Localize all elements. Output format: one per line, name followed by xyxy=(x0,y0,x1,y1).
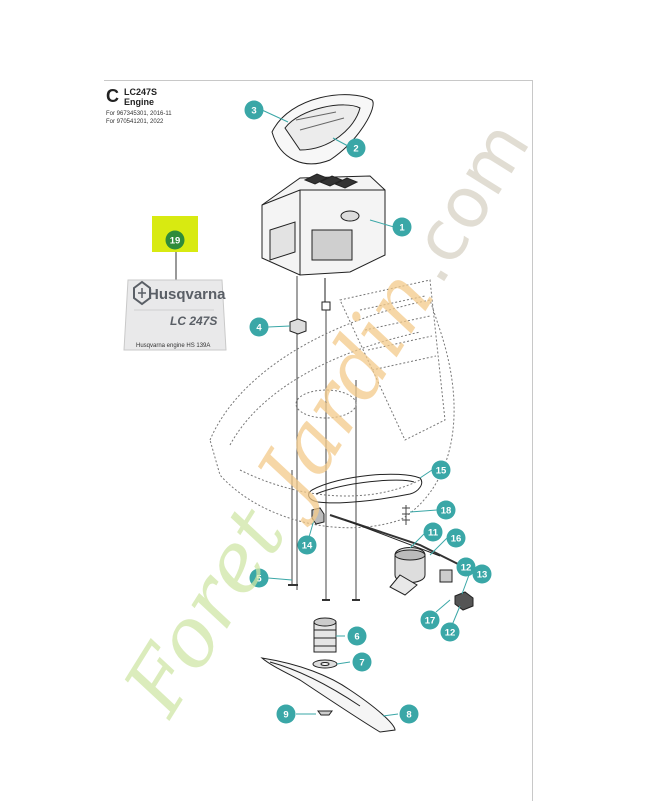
callout-bubble-c16 xyxy=(446,528,466,548)
callout-bubble-c11 xyxy=(423,522,443,542)
callout-bubble-c18 xyxy=(436,500,456,520)
cutting-blade xyxy=(260,657,396,733)
callout-label-c3: 3 xyxy=(251,106,256,117)
decal-caption: Husqvarna engine HS 139A xyxy=(136,343,211,349)
section-title: Engine xyxy=(124,97,155,107)
callout-label-c2: 2 xyxy=(353,144,358,155)
callout-bubble-c17 xyxy=(420,610,440,630)
callout-label-c15: 15 xyxy=(436,466,447,477)
callout-label-c16: 16 xyxy=(451,534,462,545)
callout-label-c14: 14 xyxy=(302,541,313,552)
decal-model-text: LC 247S xyxy=(170,314,218,328)
callout-label-c7: 7 xyxy=(359,658,364,669)
callout-label-c4: 4 xyxy=(256,323,262,334)
callout-bubble-c3 xyxy=(244,100,264,120)
callout-label-c9: 9 xyxy=(283,710,288,721)
callout-label-c5: 5 xyxy=(256,574,262,585)
callout-bubble-c7 xyxy=(352,652,372,672)
section-letter: C xyxy=(106,86,119,106)
engine-top-cover xyxy=(271,94,374,165)
callout-label-c13: 13 xyxy=(477,570,488,581)
callout-bubble-c14 xyxy=(297,535,317,555)
callout-bubble-c12b xyxy=(440,622,460,642)
callout-label-c18: 18 xyxy=(441,506,452,517)
callout-label-c11: 11 xyxy=(428,528,439,539)
callout-label-c12b: 12 xyxy=(445,628,456,639)
callout-bubble-c15 xyxy=(431,460,451,480)
husqvarna-logo-icon xyxy=(133,280,151,306)
applicability-line-2: For 970541201, 2022 xyxy=(106,119,164,125)
callout-bubble-c19 xyxy=(165,230,185,250)
callout-bubble-c5 xyxy=(249,568,269,588)
callout-label-c17: 17 xyxy=(425,616,436,627)
drive-belt xyxy=(308,473,423,504)
engine-assembly xyxy=(261,173,386,311)
callout-bubble-c13 xyxy=(472,564,492,584)
nut-part xyxy=(289,318,307,335)
blade-adapter xyxy=(312,617,338,669)
callout-bubble-c9 xyxy=(276,704,296,724)
callout-bubble-c8 xyxy=(399,704,419,724)
decal-brand-text: Husqvarna xyxy=(148,286,226,303)
callout-label-c8: 8 xyxy=(406,710,411,721)
gearbox-assembly xyxy=(311,505,474,611)
callout-bubble-c4 xyxy=(249,317,269,337)
leader-lines xyxy=(175,109,470,717)
callout-bubble-c12a xyxy=(456,557,476,577)
callout-label-c12a: 12 xyxy=(461,563,472,574)
husqvarna-decal xyxy=(123,279,227,351)
callout-label-c1: 1 xyxy=(399,223,405,234)
callout-label-c6: 6 xyxy=(354,632,359,643)
callout-bubble-c1 xyxy=(392,217,412,237)
callout-bubble-c2 xyxy=(346,138,366,158)
model-title: LC247S xyxy=(124,87,158,97)
callout-bubble-c6 xyxy=(347,626,367,646)
callout-label-c19: 19 xyxy=(170,236,181,247)
applicability-line-1: For 967345301, 2016-11 xyxy=(106,111,172,117)
mower-deck-outline xyxy=(209,279,455,529)
